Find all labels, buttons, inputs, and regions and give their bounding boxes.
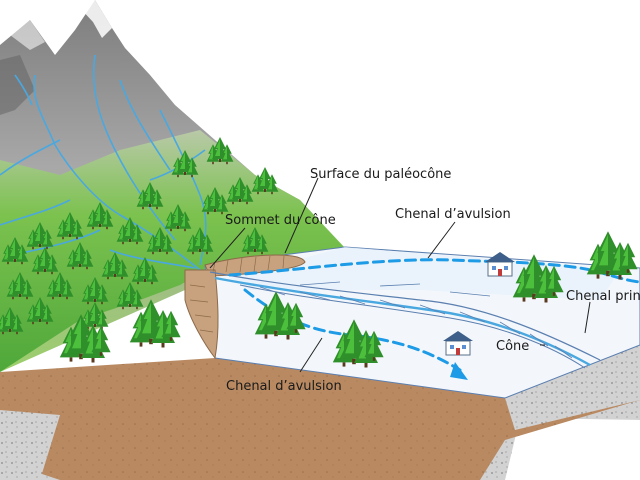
avulsion-arrowhead	[450, 362, 468, 380]
label-cone: Cône	[496, 339, 529, 354]
label-paleocone-surface: Surface du paléocône	[310, 167, 451, 182]
label-main-channel: Chenal prin	[566, 289, 640, 304]
leader-lines	[209, 177, 591, 373]
label-avulsion-channel-lower: Chenal d’avulsion	[226, 379, 342, 394]
label-cone-apex: Sommet du cône	[225, 213, 336, 228]
main-channel	[209, 271, 601, 369]
label-avulsion-channel-upper: Chenal d’avulsion	[395, 207, 511, 222]
substrate-layers	[0, 340, 640, 480]
